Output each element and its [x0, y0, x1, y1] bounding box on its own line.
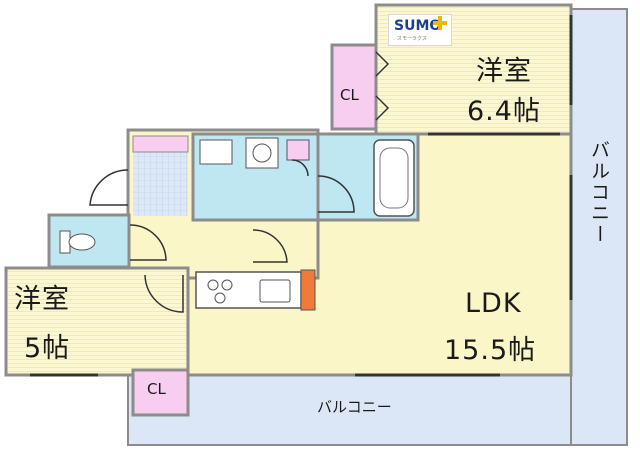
washing-machine-drum	[252, 143, 272, 163]
door-swing	[89, 169, 129, 206]
ldk-name: LDK	[465, 288, 522, 319]
balcony-side	[570, 8, 628, 446]
folding-door	[375, 51, 390, 121]
sumo-logo: SUMO スモーラクス	[388, 14, 452, 46]
washing-machine	[245, 137, 279, 169]
kitchen-sink	[259, 279, 291, 303]
plus-icon	[433, 16, 447, 30]
balcony-bottom-label: バルコニー	[317, 398, 392, 416]
entrance-tiles	[133, 152, 188, 216]
western-room-2-name: 洋室	[14, 284, 70, 315]
stove-burner	[207, 279, 219, 291]
logo-text: SUMO	[394, 18, 442, 34]
closet-1-label: CL	[340, 86, 359, 104]
stove-burner	[221, 279, 233, 291]
door-swing	[252, 229, 288, 263]
storage-shelf	[286, 139, 310, 161]
door-swing	[144, 274, 184, 313]
balcony-bottom	[127, 374, 572, 446]
ldk-size: 15.5帖	[444, 335, 537, 366]
door-swing	[317, 175, 355, 213]
western-room-2-size: 5帖	[24, 333, 71, 364]
washbasin	[199, 139, 233, 165]
door-swing	[291, 159, 309, 177]
closet-2-label: CL	[147, 380, 166, 398]
stove-burner	[214, 292, 226, 304]
western-room-2-floor	[4, 266, 190, 377]
shoe-cabinet	[132, 135, 189, 153]
closet-1-floor	[330, 43, 378, 131]
western-room-1-size: 6.4帖	[467, 96, 541, 127]
toilet-bowl	[68, 233, 96, 251]
door-swing	[129, 224, 167, 261]
logo-subtext: スモーラクス	[397, 36, 427, 42]
kitchen-accent	[300, 269, 316, 311]
closet-2-floor	[131, 368, 190, 417]
bathtub-inner	[379, 147, 409, 209]
western-room-1-name: 洋室	[476, 56, 532, 87]
balcony-side-label: バルコニー	[588, 140, 610, 245]
